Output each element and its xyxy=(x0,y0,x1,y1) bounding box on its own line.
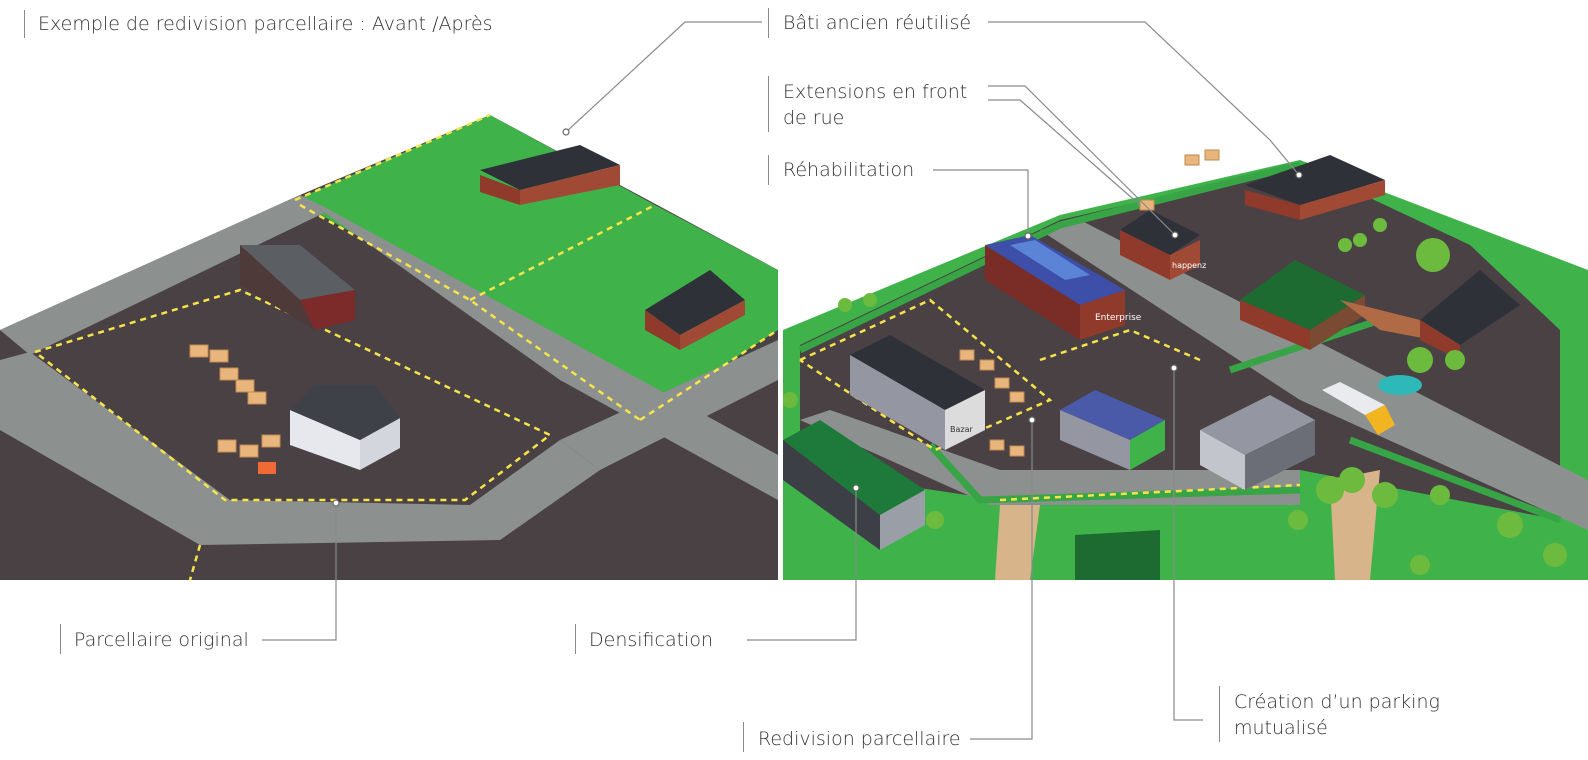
path xyxy=(995,505,1040,580)
parking-label-line1: Création d’un parking xyxy=(1234,691,1440,713)
rehabilitation-bar xyxy=(768,155,769,185)
parcellaire-bar xyxy=(60,624,61,654)
pond xyxy=(1378,375,1422,395)
crates-after xyxy=(959,149,1220,457)
densification-label: Densification xyxy=(589,629,713,651)
bati-label: Bâti ancien réutilisé xyxy=(783,12,972,34)
extensions-bar xyxy=(768,76,769,132)
farmhouse-top xyxy=(480,145,620,205)
green-hedges xyxy=(798,161,1562,524)
trees xyxy=(783,218,1567,575)
path-park xyxy=(1330,470,1380,580)
warehouse-before xyxy=(290,385,400,470)
grass-field-south xyxy=(470,205,778,420)
leader-dots xyxy=(332,128,1303,507)
park-green xyxy=(1075,530,1160,580)
after-view: Enterprise Bazar xyxy=(783,149,1588,580)
grey-building xyxy=(850,335,985,450)
extensions-building xyxy=(1120,210,1200,280)
parcellaire-label: Parcellaire original xyxy=(74,629,249,651)
road-south xyxy=(800,410,1300,505)
page-title: Exemple de redivision parcellaire : Avan… xyxy=(38,13,493,35)
happenz-sign: happenz xyxy=(1172,261,1206,270)
truck xyxy=(1322,382,1395,435)
road-main xyxy=(0,195,330,355)
brand-sign: Enterprise xyxy=(1095,313,1142,323)
panel-divider xyxy=(778,0,783,580)
road-ring xyxy=(0,352,600,545)
redivision-label: Redivision parcellaire xyxy=(758,728,961,750)
road-cross xyxy=(560,340,778,470)
parking-bar xyxy=(1219,686,1220,742)
leader-lines xyxy=(262,21,1300,740)
densification-bar xyxy=(575,624,576,654)
bazar-sign: Bazar xyxy=(950,425,973,434)
green-roof-building xyxy=(1240,260,1365,350)
rehabilitation-label: Réhabilitation xyxy=(783,159,915,181)
house-before xyxy=(645,270,745,350)
bati-bar xyxy=(768,8,769,38)
shed-before xyxy=(240,245,355,330)
farmhouse-after xyxy=(1245,155,1385,220)
small-building xyxy=(1060,390,1165,470)
parcel-lines-after xyxy=(799,298,1301,502)
orange-container xyxy=(258,462,276,474)
redivision-bar xyxy=(743,722,744,752)
parcel-lines-before xyxy=(34,113,778,580)
extensions-label-line1: Extensions en front xyxy=(783,81,968,103)
warehouse-after xyxy=(1200,395,1315,490)
house-after xyxy=(1340,270,1520,360)
before-view xyxy=(0,113,778,580)
crates-before xyxy=(189,344,281,458)
parking-label-line2: mutualisé xyxy=(1234,717,1328,739)
solar-panels xyxy=(1010,240,1090,280)
title-bar xyxy=(24,10,25,38)
extensions-label-line2: de rue xyxy=(783,107,845,129)
road-central xyxy=(1040,220,1588,530)
